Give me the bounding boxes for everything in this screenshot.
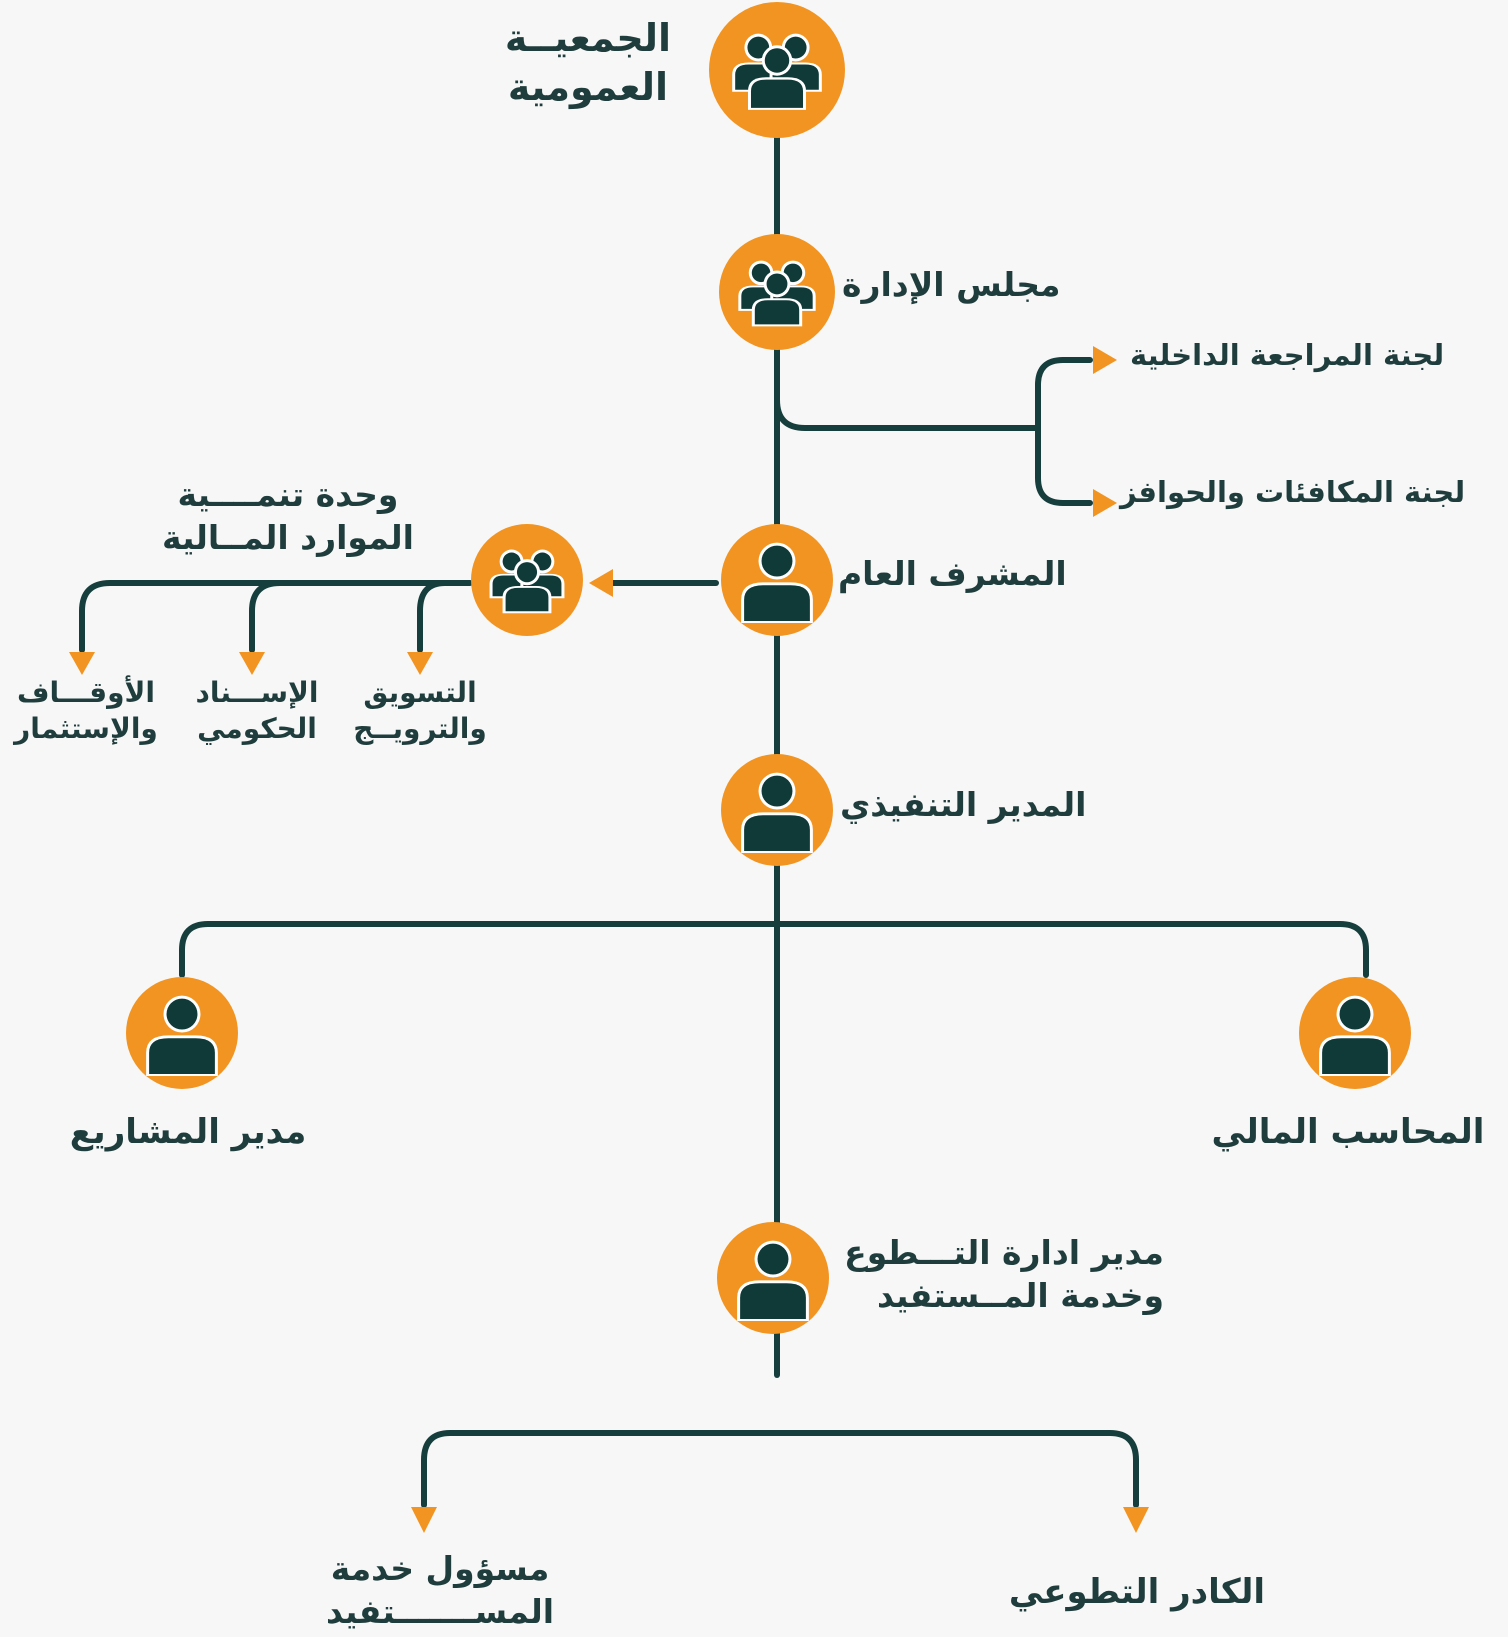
person-icon — [741, 772, 813, 854]
node-label-projects-manager: مدير المشاريع — [69, 1112, 307, 1152]
node-label-endowments: الأوقـــاف والإستثمار — [14, 676, 158, 746]
node-label-supervisor: المشرف العام — [838, 554, 1067, 593]
connector-to-beneficiary-officer — [421, 1430, 780, 1508]
arrow-rewards — [1093, 489, 1117, 517]
node-volunteer-manager — [717, 1222, 829, 1334]
connector-to-marketing — [417, 580, 448, 653]
node-circles — [126, 2, 1411, 1334]
connector-to-volunteer-staff — [774, 1430, 1139, 1508]
connector-executive-branch — [179, 921, 1369, 978]
connector-to-gov-support — [249, 580, 283, 653]
node-label-accountant: المحاسب المالي — [1211, 1112, 1485, 1152]
arrow-gov-support — [239, 652, 265, 675]
arrow-beneficiary-officer — [411, 1507, 437, 1533]
connector-to-rewards — [1035, 382, 1093, 506]
node-label-financial-dev: وحدة تنمــــية الموارد المــالية — [162, 475, 414, 557]
person-icon — [146, 995, 218, 1077]
node-label-rewards: لجنة المكافئات والحوافز — [1120, 475, 1466, 509]
person-icon — [741, 542, 813, 624]
person-icon — [737, 1240, 809, 1322]
arrow-financial-dev — [589, 569, 613, 597]
node-executive — [721, 754, 833, 866]
node-label-executive: المدير التنفيذي — [840, 785, 1087, 824]
node-label-gov-support: الإســـناد الحكومي — [195, 676, 319, 746]
node-financial-dev — [471, 524, 583, 636]
node-label-volunteer-manager: مدير ادارة التـــطوع وخدمة المــستفيد — [844, 1233, 1164, 1315]
group-icon — [747, 45, 807, 110]
node-label-internal-audit: لجنة المراجعة الداخلية — [1130, 338, 1445, 372]
person-icon — [1319, 995, 1391, 1077]
node-label-general-assembly: الجمعيــة العمومية — [504, 16, 672, 110]
node-general-assembly — [709, 2, 845, 138]
node-label-marketing: التسويق والترويــج — [353, 676, 487, 746]
arrow-endowments — [69, 652, 95, 675]
node-projects-manager — [126, 977, 238, 1089]
connector-to-endowments — [79, 580, 473, 653]
node-supervisor — [721, 524, 833, 636]
group-icon — [502, 559, 552, 614]
arrow-volunteer-staff — [1123, 1507, 1149, 1533]
group-icon — [751, 270, 803, 327]
connector-to-internal-audit — [1035, 357, 1093, 388]
node-accountant — [1299, 977, 1411, 1089]
node-label-volunteer-staff: الكادر التطوعي — [1008, 1572, 1266, 1612]
node-label-beneficiary-officer: مسؤول خدمة المســـــــتفيد — [325, 1549, 555, 1631]
node-board — [719, 234, 835, 350]
connector-board-to-committees — [774, 397, 1041, 431]
arrow-internal-audit — [1093, 346, 1117, 374]
connector-arrowheads — [69, 346, 1149, 1533]
node-label-board: مجلس الإدارة — [842, 265, 1061, 304]
arrow-marketing — [407, 652, 433, 675]
